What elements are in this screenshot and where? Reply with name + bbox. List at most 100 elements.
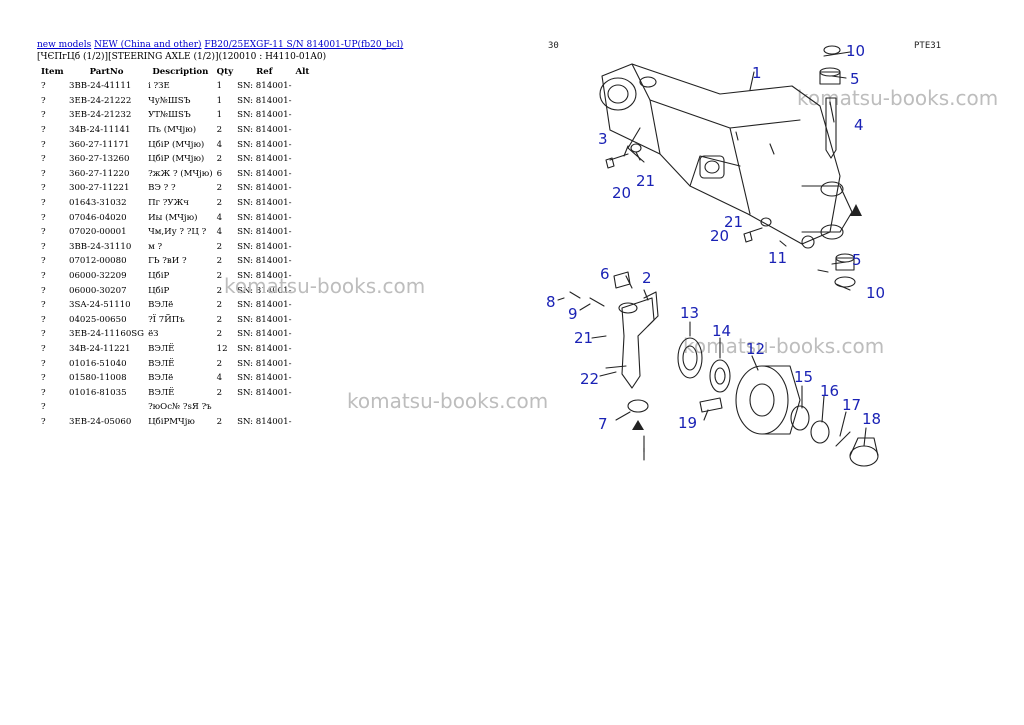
cell-item: ? (41, 241, 46, 252)
cell-alt (294, 342, 312, 357)
cell-item: ? (41, 300, 46, 311)
callout-17: 17 (842, 396, 861, 414)
cell-ref: SN: 814001- (237, 343, 292, 354)
cell-partno: 34B-24-11141 (69, 125, 131, 136)
cell-item: ? (41, 95, 46, 106)
arrows (632, 204, 862, 430)
callout-13: 13 (680, 304, 699, 322)
cell-ref: SN: 814001- (237, 314, 292, 325)
cell-description: ёЗ (148, 329, 159, 340)
steering-knuckle (613, 271, 659, 413)
cell-partno: 360-27-13260 (69, 154, 130, 165)
cell-item: ? (41, 198, 46, 209)
cell-partno: 3EB-24-21222 (69, 95, 132, 106)
cell-ref: SN: 814001- (237, 212, 292, 223)
callout-3: 3 (598, 130, 608, 148)
cell-description: ?Ї 7ЙПъ (148, 314, 185, 325)
cell-description: ЦбіР (МЧјю) (148, 139, 205, 150)
cell-qty: 2 (216, 183, 223, 194)
cell-ref: SN: 814001- (237, 358, 292, 369)
cell-qty: 2 (216, 285, 223, 296)
cell-alt (294, 152, 312, 167)
cell-qty (215, 400, 235, 415)
cell-partno: 3EB-24-11160SG (69, 329, 145, 340)
cell-ref (235, 400, 293, 415)
cell-partno: 01643-31032 (69, 198, 127, 209)
cell-item: ? (41, 168, 46, 179)
cell-partno: 360-27-11171 (69, 139, 130, 150)
cell-ref: SN: 814001- (237, 387, 292, 398)
cell-item: ? (41, 358, 46, 369)
cell-alt (294, 108, 312, 123)
callout-21c: 21 (574, 329, 593, 347)
cell-qty: 12 (216, 343, 228, 354)
cell-qty: 2 (216, 154, 223, 165)
cell-description: УТ№ШЅЪ (148, 110, 191, 121)
cell-item: ? (41, 154, 46, 165)
cell-ref: SN: 814001- (237, 227, 292, 238)
col-header-description: Description (152, 67, 209, 77)
callout-1: 1 (752, 64, 762, 82)
cell-alt (294, 415, 312, 430)
cell-qty: 2 (216, 358, 223, 369)
cell-ref: SN: 814001- (237, 110, 292, 121)
callout-14: 14 (712, 322, 731, 340)
cell-partno: 06000-30207 (69, 285, 127, 296)
cell-alt (294, 254, 312, 269)
cell-partno: 01016-81035 (69, 387, 127, 398)
cell-item: ? (41, 81, 46, 92)
cell-description: ВЭЛё (148, 300, 174, 311)
cell-description: ВЭЛЁ (148, 358, 175, 369)
table-header-row: Item PartNo Description Qty Ref Alt (36, 65, 312, 79)
breadcrumb-link-new-models[interactable]: new models (37, 40, 92, 50)
callout-5b: 5 (852, 251, 862, 269)
cell-qty: 2 (216, 271, 223, 282)
cell-partno: 3BB-24-31110 (69, 241, 132, 252)
cell-qty: 2 (216, 125, 223, 136)
cell-description: Иы (МЧјю) (148, 212, 198, 223)
callout-5: 5 (850, 70, 860, 88)
callout-11: 11 (768, 249, 787, 267)
cell-partno: 360-27-11220 (69, 168, 130, 179)
cell-qty: 2 (216, 387, 223, 398)
table-row: ??юОс№ ?sЯ ?ъ (36, 400, 312, 415)
bolts-and-fittings (569, 143, 772, 461)
cell-alt (294, 123, 312, 138)
callout-7: 7 (598, 415, 608, 433)
cell-ref: SN: 814001- (237, 285, 292, 296)
cell-description: ЦбіР (МЧјю) (148, 154, 205, 165)
breadcrumb-link-region[interactable]: NEW (China and other) (94, 40, 202, 50)
callout-20: 20 (612, 184, 631, 202)
cell-alt (294, 94, 312, 109)
cell-item: ? (41, 373, 46, 384)
callout-16: 16 (820, 382, 839, 400)
axle-housing (599, 63, 853, 245)
cell-ref: SN: 814001- (237, 154, 292, 165)
cell-item: ? (41, 212, 46, 223)
cell-partno (67, 400, 146, 415)
cell-qty: 2 (216, 416, 223, 427)
cell-item: ? (41, 227, 46, 238)
cell-item: ? (41, 271, 46, 282)
cell-ref: SN: 814001- (237, 329, 292, 340)
callout-15: 15 (794, 368, 813, 386)
col-header-ref: Ref (256, 67, 273, 77)
cell-item: ? (41, 416, 46, 427)
cell-description: ВЭЛЁ (148, 387, 175, 398)
breadcrumb-link-model[interactable]: FB20/25EXGF-11 S/N 814001-UP(fb20_bcl) (204, 40, 404, 50)
cell-ref: SN: 814001- (237, 139, 292, 150)
cell-partno: 04025-00650 (69, 314, 127, 325)
cell-item: ? (41, 183, 46, 194)
callout-10b: 10 (866, 284, 885, 302)
callout-12: 12 (746, 340, 765, 358)
cell-partno: 3BB-24-41111 (69, 81, 132, 92)
cell-description: ?жЖ ? (МЧјю) (148, 168, 213, 179)
cell-partno: 01580-11008 (69, 373, 127, 384)
